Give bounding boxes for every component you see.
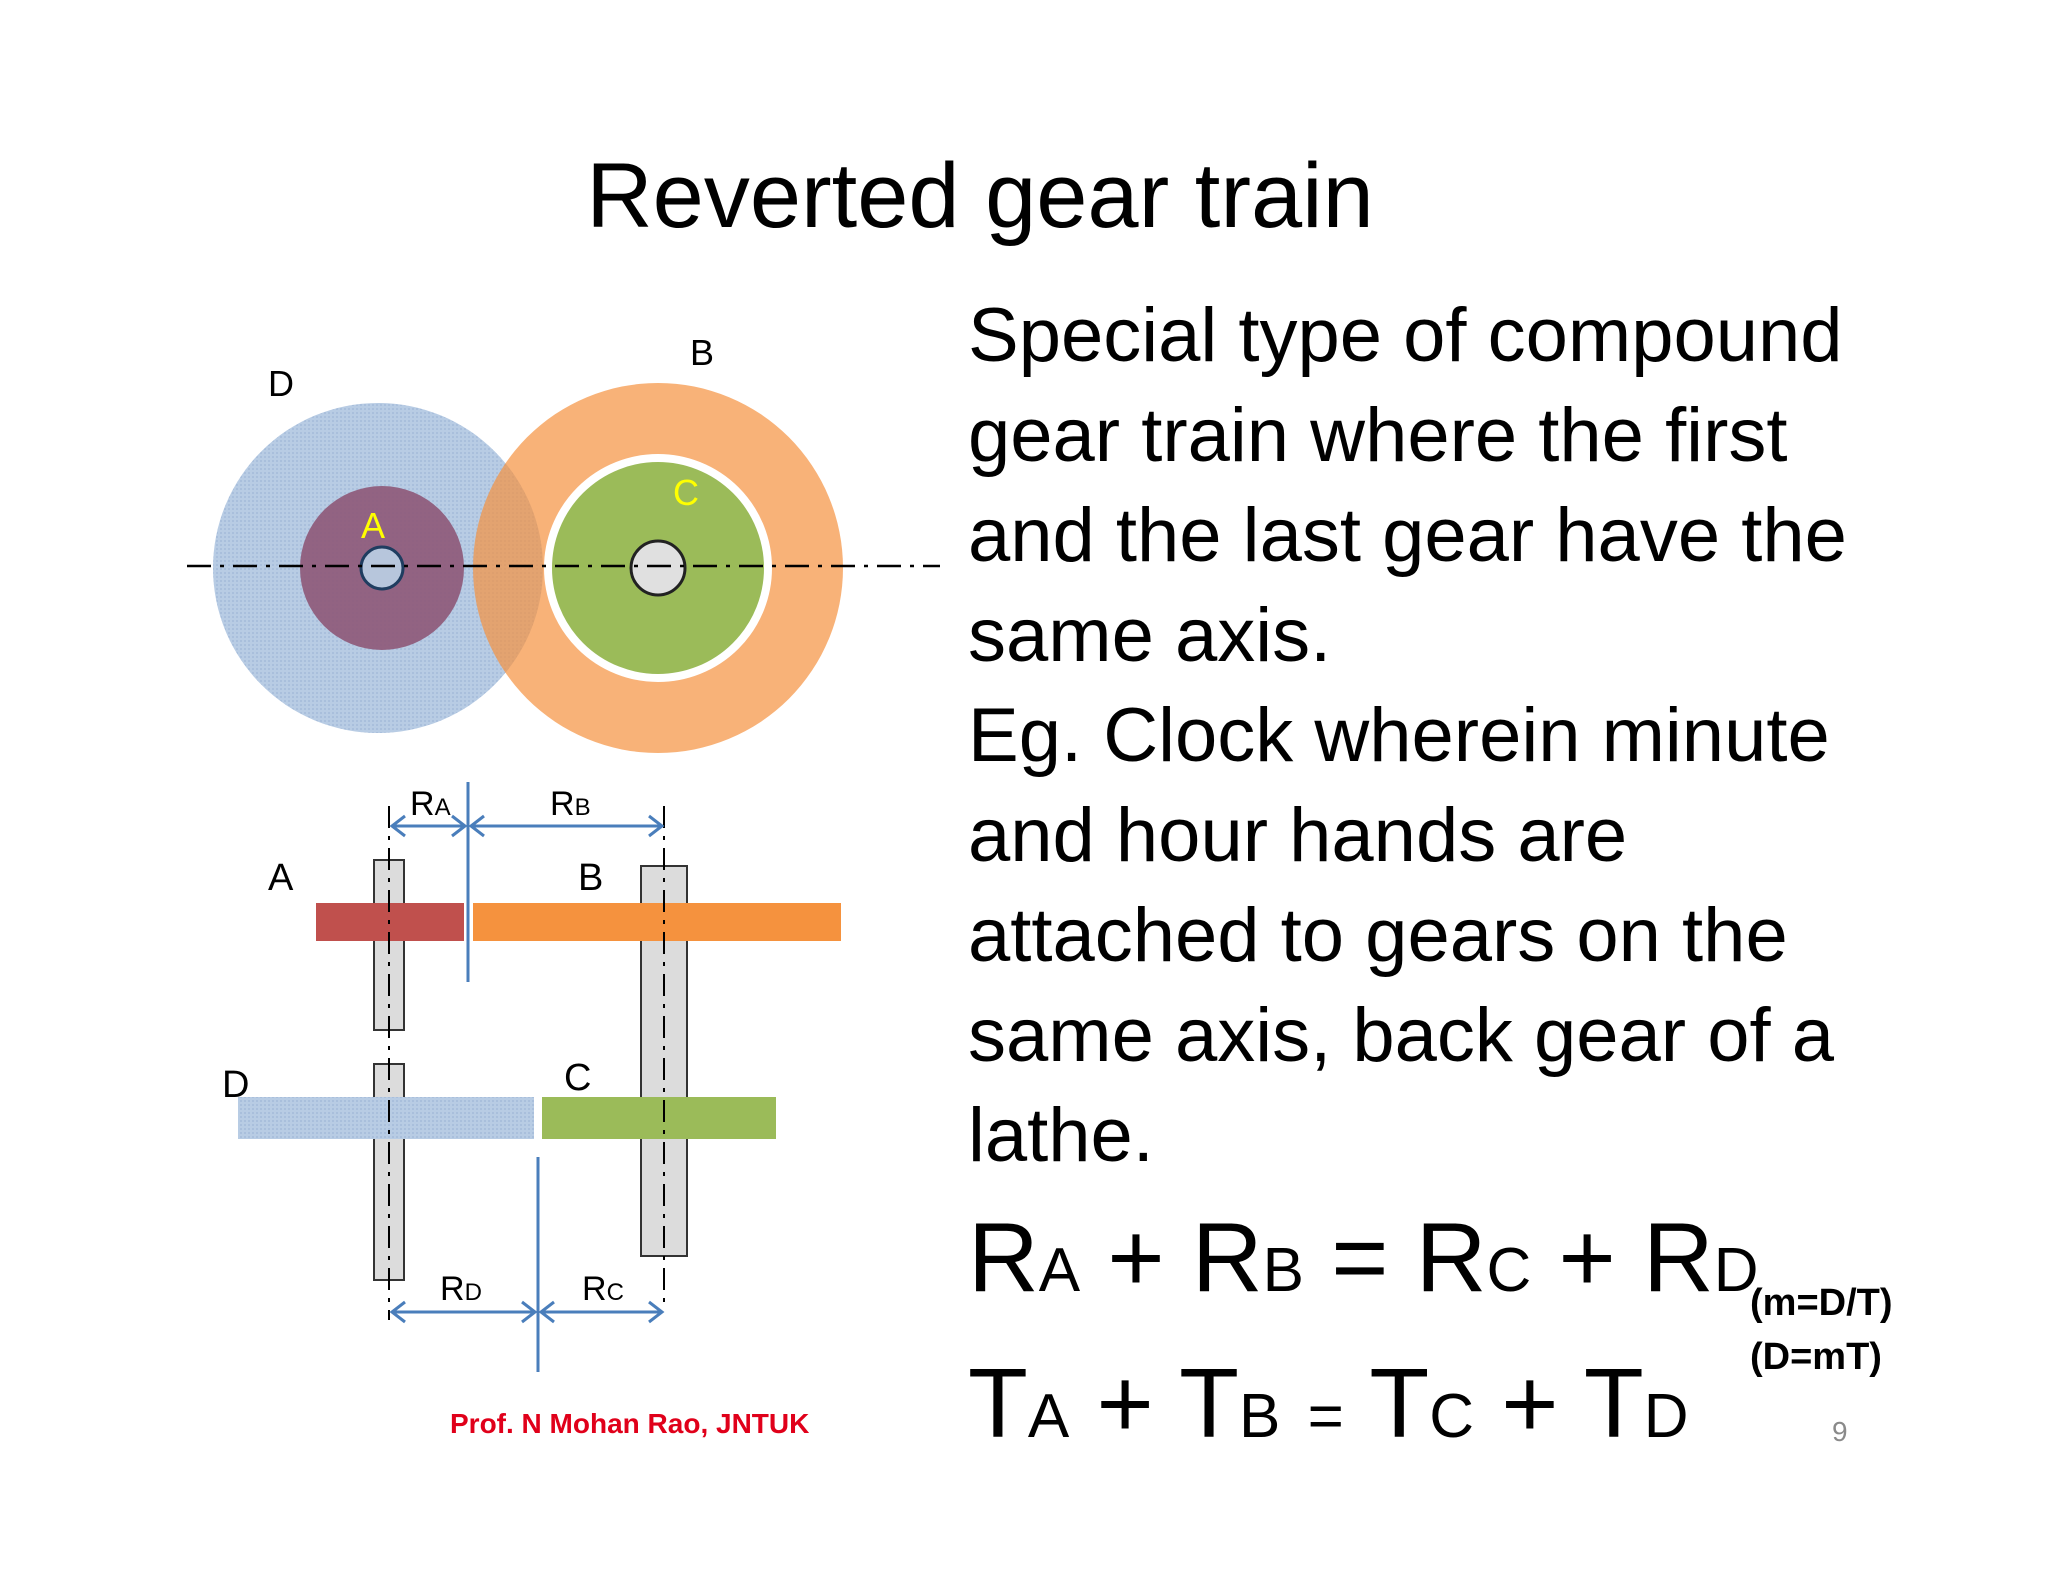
dimension-label-rb: RB: [550, 785, 591, 823]
gear-train-diagram: D B A C A: [187, 332, 940, 1372]
body-text: Special type of compound gear train wher…: [968, 286, 1968, 1186]
body-line: same axis.: [968, 593, 1332, 678]
eq1-subscript: B: [1262, 1236, 1304, 1305]
eq1-equals: =: [1331, 1202, 1389, 1312]
body-line: and hour hands are: [968, 793, 1628, 878]
gear-b-side: [473, 903, 841, 941]
rd-arrow-left: [389, 1300, 406, 1324]
eq1-term: R: [1191, 1202, 1263, 1312]
body-line: same axis, back gear of a: [968, 993, 1834, 1078]
body-line: gear train where the first: [968, 393, 1788, 478]
side-label-b: B: [578, 857, 603, 899]
diameter-note: (D=mT): [1750, 1336, 1882, 1378]
gear-d-side: [238, 1097, 534, 1139]
dimension-label-rd: RD: [440, 1270, 482, 1308]
front-label-c: C: [673, 472, 699, 513]
side-label-a: A: [268, 857, 294, 899]
front-label-d: D: [268, 363, 294, 404]
eq2-operator: +: [1501, 1348, 1559, 1458]
ra-arrow-right: [451, 814, 468, 838]
eq2-operator: +: [1096, 1348, 1154, 1458]
teeth-equation: TA + TB = TC + TD: [968, 1354, 1689, 1452]
eq2-equals: =: [1307, 1382, 1344, 1451]
body-line: Special type of compound: [968, 293, 1843, 378]
body-line: and the last gear have the: [968, 493, 1847, 578]
side-view: A B D C RA RB RD RC: [222, 782, 841, 1372]
dimension-label-ra: RA: [410, 785, 451, 823]
body-line: Eg. Clock wherein minute: [968, 693, 1830, 778]
author-credit: Prof. N Mohan Rao, JNTUK: [450, 1408, 810, 1439]
front-label-a: A: [361, 505, 385, 546]
page-number: 9: [1832, 1416, 1848, 1447]
eq2-subscript: D: [1643, 1382, 1689, 1451]
rb-arrow-right: [648, 814, 665, 838]
rc-arrow-left: [538, 1300, 555, 1324]
eq1-operator: +: [1558, 1202, 1616, 1312]
rc-arrow-right: [648, 1300, 665, 1324]
gear-c-side: [542, 1097, 776, 1139]
rd-arrow-right: [521, 1300, 538, 1324]
slide-title: Reverted gear train: [586, 145, 1374, 247]
eq2-subscript: A: [1027, 1382, 1070, 1451]
radius-equation: RA + RB = RC + RD: [968, 1208, 1759, 1306]
shaft-a-circle: [359, 545, 405, 591]
body-line: attached to gears on the: [968, 893, 1788, 978]
eq1-operator: +: [1107, 1202, 1165, 1312]
front-view: D B A C: [187, 332, 940, 753]
dimension-label-rc: RC: [582, 1270, 624, 1308]
eq2-subscript: B: [1239, 1382, 1281, 1451]
eq1-term: R: [1415, 1202, 1487, 1312]
eq1-subscript: A: [1038, 1236, 1081, 1305]
eq1-subscript: C: [1486, 1236, 1532, 1305]
eq1-term: R: [1642, 1202, 1714, 1312]
eq1-subscript: D: [1713, 1236, 1759, 1305]
side-label-d: D: [222, 1064, 249, 1106]
eq2-term: T: [1369, 1348, 1430, 1458]
module-note: (m=D/T): [1750, 1282, 1893, 1324]
side-label-c: C: [564, 1057, 591, 1099]
eq2-term: T: [1583, 1348, 1644, 1458]
rb-arrow-left: [468, 814, 485, 838]
eq2-subscript: C: [1429, 1382, 1474, 1451]
body-line: lathe.: [968, 1093, 1154, 1178]
front-label-b: B: [690, 332, 714, 373]
eq2-term: T: [1179, 1348, 1240, 1458]
eq1-term: R: [968, 1202, 1039, 1312]
ra-arrow-left: [389, 814, 406, 838]
eq2-term: T: [968, 1348, 1028, 1458]
shaft-c-circle: [629, 539, 687, 597]
